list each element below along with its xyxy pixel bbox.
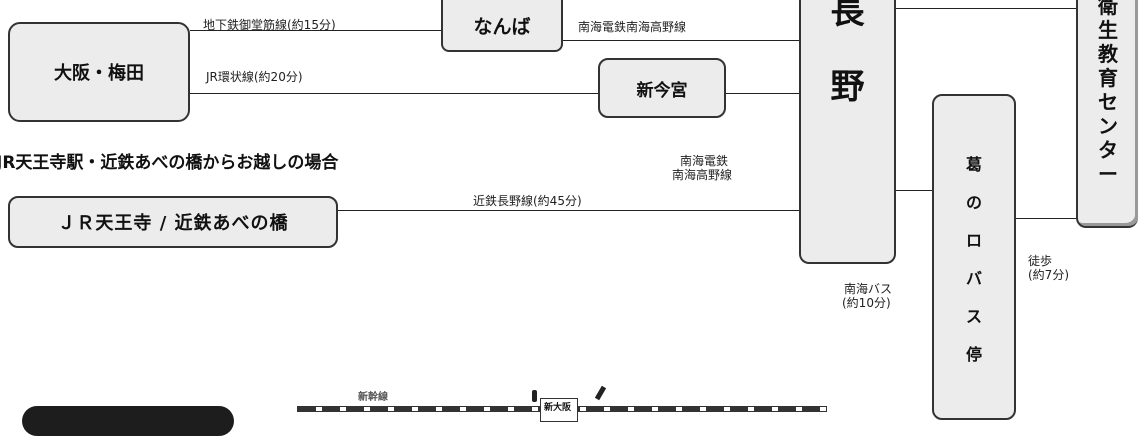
station-osaka-umeda-label: 大阪・梅田 bbox=[54, 63, 144, 84]
inset-pin-1 bbox=[532, 390, 537, 402]
station-shin-imamiya-label: 新今宮 bbox=[636, 80, 688, 101]
namba-nagano-line bbox=[563, 40, 799, 41]
station-jr-tennoji: ＪＲ天王寺 / 近鉄あべの橋 bbox=[8, 196, 338, 248]
center-char: ン bbox=[1098, 114, 1118, 138]
center-char: タ bbox=[1098, 138, 1118, 162]
subway-label: 地下鉄御堂筋線(約15分) bbox=[203, 18, 336, 32]
center-char: 生 bbox=[1098, 18, 1118, 42]
station-namba-label: なんば bbox=[473, 15, 531, 38]
subway-line bbox=[190, 30, 442, 31]
center-char: セ bbox=[1098, 90, 1118, 114]
center-char: 教 bbox=[1098, 42, 1118, 66]
inset-station-label: 新大阪 bbox=[544, 403, 572, 413]
kintetsu-label: 近鉄長野線(約45分) bbox=[473, 194, 582, 208]
section-heading: JR天王寺駅・近鉄あべの橋からお越しの場合 bbox=[0, 153, 339, 173]
station-jr-tennoji-label: ＪＲ天王寺 / 近鉄あべの橋 bbox=[57, 213, 289, 234]
nagano-busstop-line bbox=[896, 190, 932, 191]
station-namba: なんば bbox=[441, 0, 563, 52]
inset-map: 新幹線 新大阪 bbox=[0, 380, 830, 436]
shin-imamiya-nagano-line bbox=[726, 93, 799, 94]
bus-stop-char: バ bbox=[965, 269, 982, 288]
inset-pin-2 bbox=[594, 385, 607, 401]
jr-loop-line-h bbox=[190, 93, 598, 94]
bus-label-2: (約10分) bbox=[842, 296, 891, 310]
station-nagano: 長 野 bbox=[799, 0, 896, 264]
station-nagano-top-label: 長 bbox=[830, 0, 865, 32]
bus-stop-char: 葛 bbox=[965, 155, 982, 174]
station-shin-imamiya: 新今宮 bbox=[598, 58, 726, 118]
bus-stop-char: 停 bbox=[965, 345, 982, 364]
bus-stop-kuzunokuchi: 葛のロバス停 bbox=[932, 94, 1016, 420]
walk-label-2: (約7分) bbox=[1028, 268, 1069, 282]
nankai-koya-mid-label-1: 南海電鉄 bbox=[680, 154, 729, 168]
center-label: 衛生教育センター bbox=[1098, 0, 1118, 186]
center-char: 衛 bbox=[1098, 0, 1118, 18]
center-char: ー bbox=[1098, 162, 1118, 186]
bus-stop-char: の bbox=[965, 193, 982, 212]
bus-stop-label: 葛のロバス停 bbox=[966, 146, 982, 374]
nankai-koya-top-label: 南海電鉄南海高野線 bbox=[578, 20, 687, 34]
kintetsu-line bbox=[338, 210, 800, 211]
center-char: 育 bbox=[1098, 66, 1118, 90]
station-nagano-bottom-label: 野 bbox=[830, 67, 865, 107]
walk-label-1: 徒歩 bbox=[1028, 254, 1053, 268]
nankai-koya-mid-label-2: 南海高野線 bbox=[672, 168, 733, 182]
inset-station-marker bbox=[540, 398, 578, 422]
bus-stop-char: ロ bbox=[965, 231, 982, 250]
station-osaka-umeda: 大阪・梅田 bbox=[8, 22, 190, 122]
inset-dark-badge bbox=[22, 406, 234, 436]
health-education-center: 衛生教育センター bbox=[1076, 0, 1138, 228]
bus-label-1: 南海バス bbox=[844, 282, 893, 296]
bus-stop-char: ス bbox=[965, 307, 982, 326]
inset-line-label: 新幹線 bbox=[358, 392, 388, 403]
jr-loop-label: JR環状線(約20分) bbox=[206, 70, 303, 84]
busstop-center-line bbox=[1016, 218, 1076, 219]
nagano-center-top-line bbox=[896, 8, 1076, 9]
